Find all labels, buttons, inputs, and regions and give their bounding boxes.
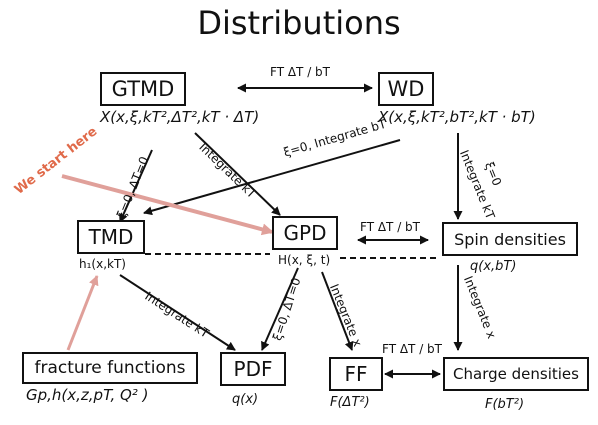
edge-label-ft-gtmd-wd: FT ΔT / bT — [270, 65, 330, 79]
node-wd-label: WD — [387, 77, 425, 101]
node-spin-densities: Spin densities — [442, 222, 578, 256]
diagram-title: Distributions — [197, 4, 401, 42]
node-fracture-functions: fracture functions — [22, 352, 198, 384]
start-here-arrow — [61, 174, 274, 236]
edge-gpd-ff — [321, 271, 354, 351]
node-tmd: TMD — [77, 220, 145, 254]
edge-gtmd-gpd — [194, 132, 281, 216]
edge-label-ft-gpd-spin: FT ΔT / bT — [360, 220, 420, 234]
node-fracture-functions-formula: Gp,h(x,z,pT, Q² ) — [26, 386, 149, 404]
node-tmd-label: TMD — [88, 225, 134, 249]
edge-label-ft-ff-charge: FT ΔT / bT — [382, 342, 442, 356]
edge-tmd-pdf — [119, 274, 236, 351]
edge-fracture-tmd — [66, 275, 99, 351]
node-wd: WD — [378, 72, 434, 106]
node-pdf-formula: q(x) — [232, 392, 259, 407]
node-pdf-label: PDF — [233, 357, 273, 381]
node-ff-label: FF — [344, 362, 368, 386]
node-gtmd-label: GTMD — [111, 77, 175, 101]
node-spin-densities-formula: q(x,bT) — [470, 259, 517, 274]
node-gpd-label: GPD — [283, 221, 327, 245]
node-gtmd-formula: X(x,ξ,kT²,ΔT²,kT · ΔT) — [100, 108, 260, 126]
node-charge-densities-label: Charge densities — [453, 365, 579, 383]
edge-gtmd-tmd — [119, 149, 153, 223]
node-ff-formula: F(ΔT²) — [330, 395, 370, 410]
edge-gpd-pdf — [261, 267, 299, 351]
node-fracture-functions-label: fracture functions — [34, 358, 186, 378]
edge-wd-tmd — [143, 139, 401, 216]
node-ff: FF — [329, 357, 383, 391]
node-wd-formula: X(x,ξ,kT²,bT²,kT · bT) — [378, 108, 536, 126]
node-gpd-formula: H(x, ξ, t) — [278, 253, 331, 267]
node-charge-densities: Charge densities — [443, 357, 589, 391]
node-gpd: GPD — [272, 216, 338, 250]
node-pdf: PDF — [220, 352, 286, 386]
node-tmd-formula: h₁(x,kT) — [79, 257, 126, 271]
node-charge-densities-formula: F(bT²) — [485, 397, 525, 412]
node-spin-densities-label: Spin densities — [454, 229, 566, 249]
node-gtmd: GTMD — [100, 72, 186, 106]
